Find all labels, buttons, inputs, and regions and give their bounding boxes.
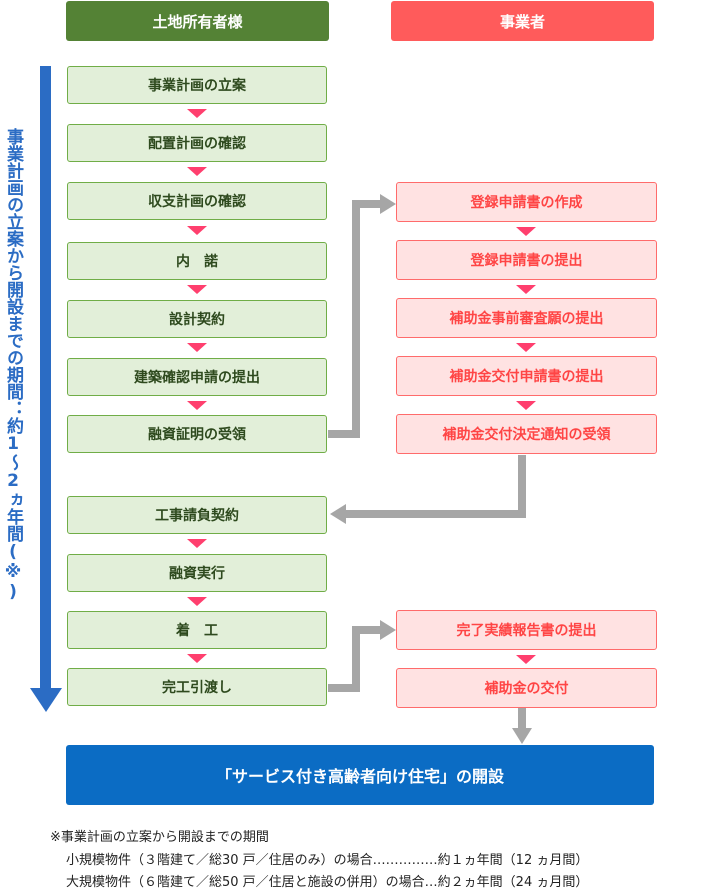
owner-column-header: 土地所有者様 [66,1,329,41]
connector-loan-to-registration [328,200,382,438]
flow-arrow [187,343,207,352]
business-step-completion-report: 完了実績報告書の提出 [396,610,657,650]
owner-step-permit-submit: 建築確認申請の提出 [67,358,327,396]
footnote-title: ※事業計画の立案から開設までの期間 [50,830,269,845]
flow-arrow [516,285,536,294]
owner-step-layout-check: 配置計画の確認 [67,124,327,162]
connector-arrowhead [330,504,346,524]
owner-step-handover: 完工引渡し [67,668,327,706]
flow-arrow [187,597,207,606]
flow-arrow [187,167,207,176]
owner-step-construction-contract: 工事請負契約 [67,496,327,534]
flow-arrow [187,109,207,118]
business-step-registration-submit: 登録申請書の提出 [396,240,657,280]
connector-arrowhead [512,728,532,744]
business-step-subsidy-decision: 補助金交付決定通知の受領 [396,414,657,454]
flow-arrow [516,401,536,410]
timeline-arrow-shaft [40,66,51,690]
flow-arrow [187,401,207,410]
business-step-subsidy-application: 補助金交付申請書の提出 [396,356,657,396]
flow-arrow [516,343,536,352]
owner-step-loan-certificate: 融資証明の受領 [67,415,327,453]
business-column-header: 事業者 [391,1,654,41]
footnote-large-property: 大規模物件（６階建て／総50 戸／住居と施設の併用）の場合…約２ヵ年間（24 ヵ… [66,875,589,890]
flow-arrow [187,285,207,294]
timeline-arrow-head [30,688,62,712]
connector-handover-to-report [328,626,382,692]
business-step-subsidy-grant: 補助金の交付 [396,668,657,708]
business-step-registration-draft: 登録申請書の作成 [396,182,657,222]
owner-step-consent: 内 諾 [67,242,327,280]
owner-step-loan-execution: 融資実行 [67,554,327,592]
flow-arrow [187,226,207,235]
flow-arrow [187,539,207,548]
connector-arrowhead [380,620,396,640]
flow-arrow [516,655,536,664]
final-opening-box: 「サービス付き高齢者向け住宅」の開設 [66,745,654,805]
flow-arrow [516,227,536,236]
footnote-small-property: 小規模物件（３階建て／総30 戸／住居のみ）の場合……………約１ヵ年間（12 ヵ… [66,853,589,868]
owner-step-budget-check: 収支計画の確認 [67,182,327,220]
owner-step-groundbreaking: 着 工 [67,611,327,649]
connector-arrowhead [380,194,396,214]
flow-arrow [187,654,207,663]
timeline-label: 事業計画の立案から開設までの期間：約1～2ヵ年間(※) [3,128,23,602]
owner-step-design-contract: 設計契約 [67,300,327,338]
connector-decision-to-contract [344,455,526,518]
business-step-subsidy-pre-review: 補助金事前審査願の提出 [396,298,657,338]
owner-step-plan: 事業計画の立案 [67,66,327,104]
